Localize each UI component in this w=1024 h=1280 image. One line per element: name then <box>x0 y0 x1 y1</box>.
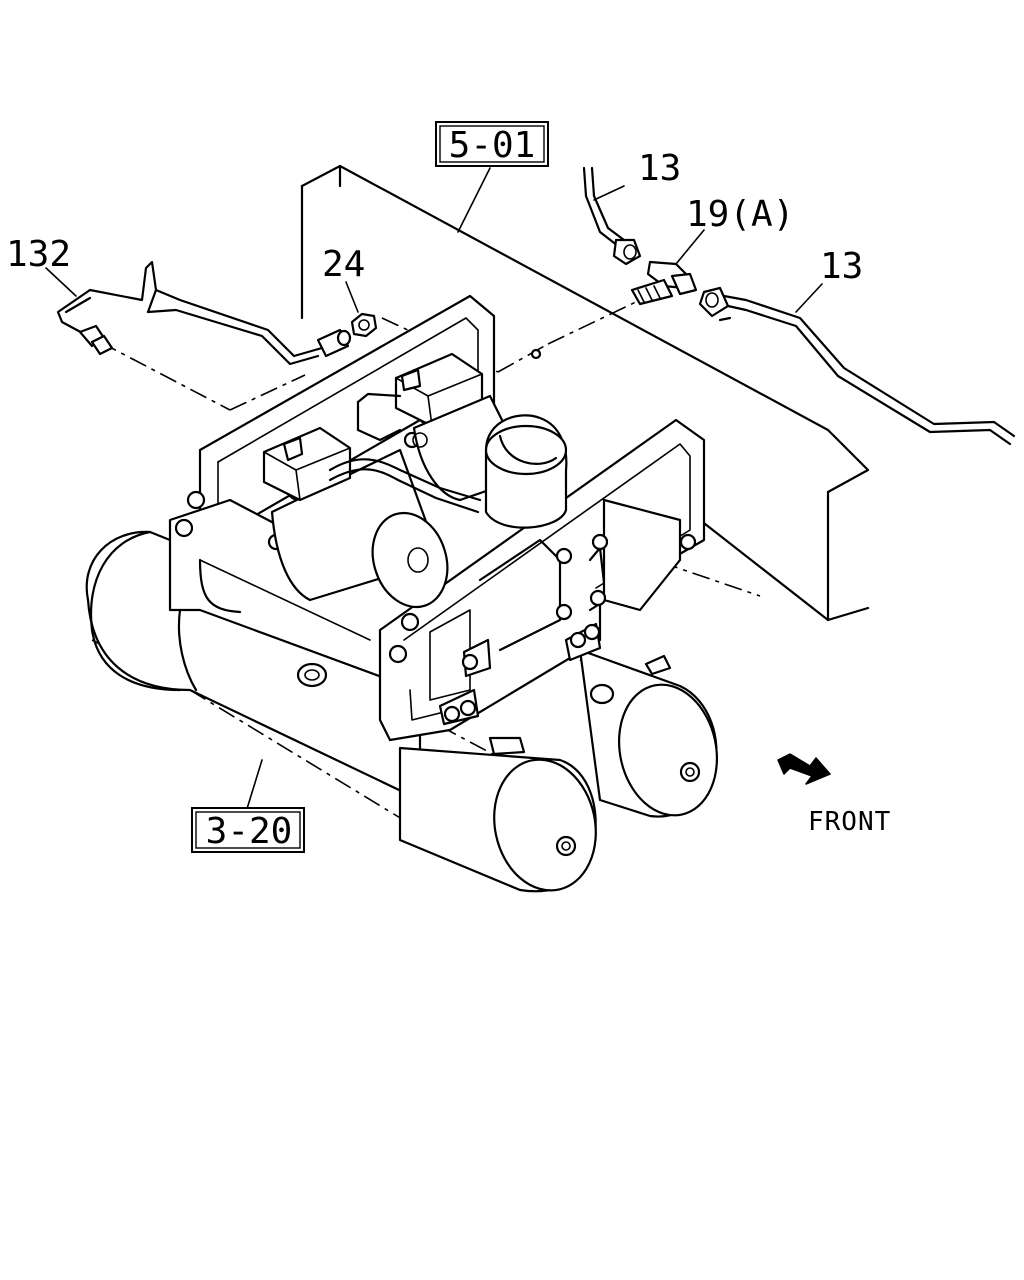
callout-13-upper: 13 <box>638 148 681 189</box>
front-arrow-icon <box>777 753 831 785</box>
tee-union-19a <box>630 260 698 306</box>
pipe-13-upper <box>582 166 642 266</box>
front-label: FRONT <box>808 807 891 837</box>
callout-132: 132 <box>6 234 71 275</box>
chassis-frame <box>300 164 870 622</box>
callout-19a: 19(A) <box>686 194 794 235</box>
ref-box-5-01: 5-01 <box>435 121 549 167</box>
ref-label-3-20: 3-20 <box>206 811 293 852</box>
nut-24 <box>350 312 542 360</box>
air-tank-right <box>578 648 719 818</box>
callout-leaders <box>45 167 823 813</box>
pipe-13-lower <box>698 286 1016 446</box>
ref-label-5-01: 5-01 <box>449 125 536 166</box>
callout-24: 24 <box>322 244 365 285</box>
air-tank-front <box>398 736 597 893</box>
callout-13-lower: 13 <box>820 246 863 287</box>
pipe-132 <box>56 260 352 366</box>
front-indicator: FRONT <box>777 753 891 837</box>
ref-box-3-20: 3-20 <box>191 807 305 853</box>
valve-assembly <box>262 352 568 609</box>
